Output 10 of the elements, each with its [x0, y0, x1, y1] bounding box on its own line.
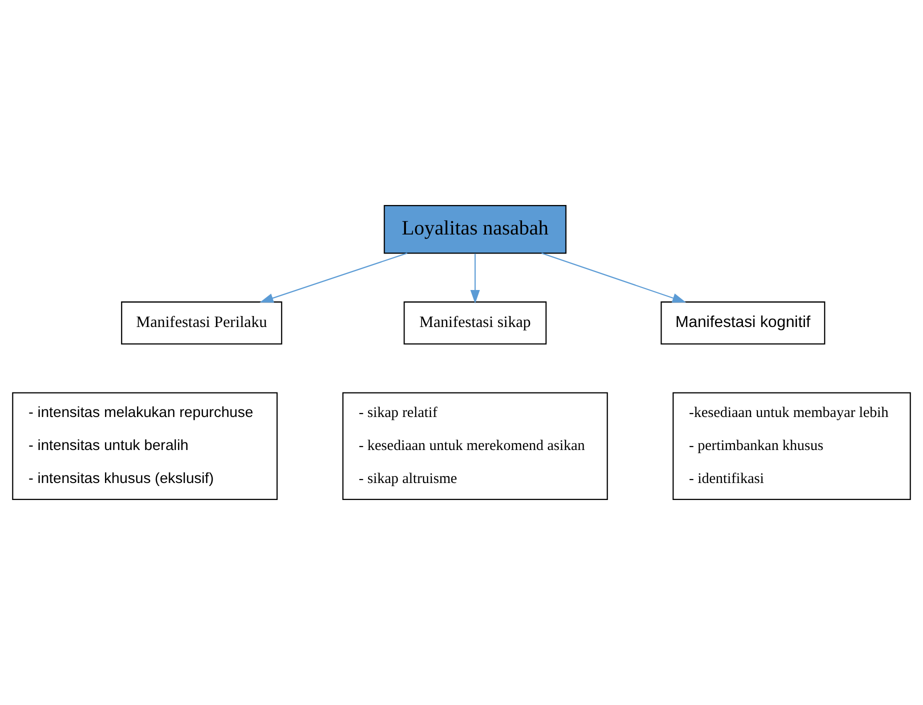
node-box: Manifestasi sikap — [404, 301, 547, 345]
node-box: - intensitas melakukan repurchuse - intensitas untuk beralih - intensitas khusus (ekslusif) — [12, 392, 278, 500]
arrow — [260, 252, 408, 303]
arrow — [470, 254, 480, 304]
node-box: -kesediaan untuk membayar lebih - pertimbankan khusus - identifikasi — [672, 392, 911, 500]
node-box: Manifestasi kognitif — [660, 301, 826, 345]
node-box: - sikap relatif - kesediaan untuk merekomend asikan - sikap altruisme — [342, 392, 608, 500]
node-box: Manifestasi Perilaku — [121, 301, 282, 345]
node-box: Loyalitas nasabah — [384, 204, 566, 254]
arrow — [541, 252, 686, 303]
